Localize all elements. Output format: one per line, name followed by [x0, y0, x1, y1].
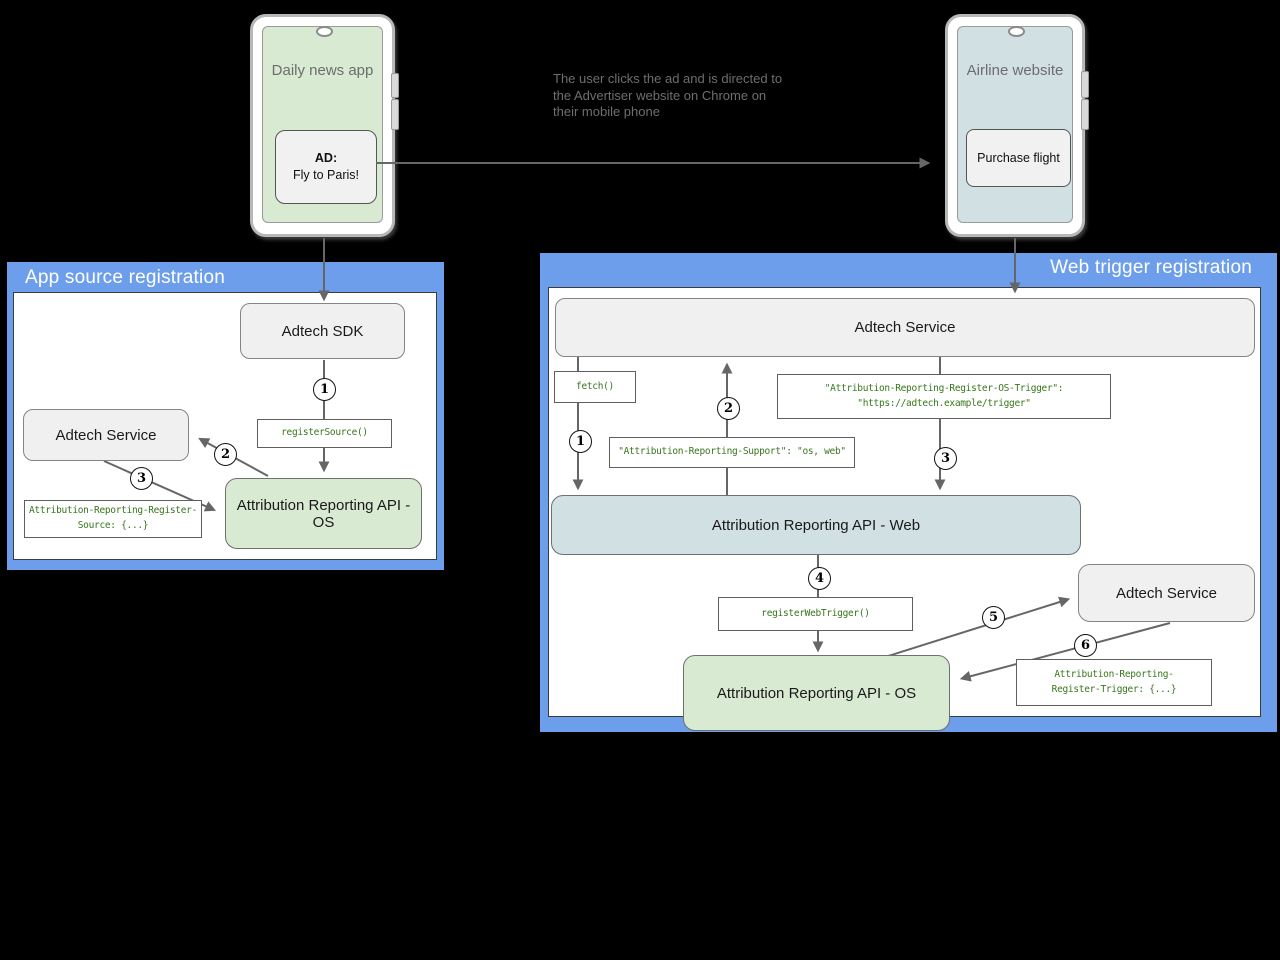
publisher-phone: Daily news app AD: Fly to Paris! — [250, 14, 399, 237]
ad-text: Fly to Paris! — [293, 168, 359, 182]
code-line: Register-Trigger: {...} — [1051, 683, 1177, 695]
annotation-line: The user clicks the ad and is directed t… — [553, 71, 783, 86]
support-header-box: "Attribution-Reporting-Support": "os, we… — [609, 437, 855, 468]
step-4-badge: 4 — [808, 567, 831, 590]
phone-camera-icon — [316, 26, 333, 37]
attribution-api-os-box-right: Attribution Reporting API - OS — [683, 655, 950, 731]
ad-heading: AD: — [314, 151, 338, 166]
fetch-call-box: fetch() — [554, 371, 636, 403]
annotation-line: the Advertiser website on Chrome on — [553, 87, 767, 103]
code-line: "https://adtech.example/trigger" — [857, 397, 1031, 409]
phone-volume-button — [391, 73, 399, 98]
purchase-flight-button[interactable]: Purchase flight — [966, 129, 1071, 187]
register-trigger-header-box: Attribution-Reporting- Register-Trigger:… — [1016, 659, 1212, 706]
step-3-badge: 3 — [130, 467, 153, 490]
phone-power-button — [391, 99, 399, 130]
arrow-service-to-os-right — [959, 622, 1171, 682]
ad-card[interactable]: AD: Fly to Paris! — [275, 130, 377, 204]
adtech-sdk-box: Adtech SDK — [240, 303, 405, 359]
phone-power-button — [1081, 99, 1089, 130]
attribution-api-web-box: Attribution Reporting API - Web — [551, 495, 1081, 555]
step-6-badge: 6 — [1074, 634, 1097, 657]
register-source-call-box: registerSource() — [257, 419, 392, 448]
adtech-service-box-top: Adtech Service — [555, 298, 1255, 357]
step-2-badge: 2 — [717, 397, 740, 420]
register-source-header-box: Attribution-Reporting-Register- Source: … — [24, 500, 202, 538]
advertiser-phone-screen — [957, 26, 1073, 223]
step-1-badge: 1 — [313, 378, 336, 401]
code-line: "Attribution-Reporting-Register-OS-Trigg… — [824, 382, 1064, 394]
step-1-badge: 1 — [569, 430, 592, 453]
code-line: Attribution-Reporting-Register- — [28, 505, 197, 517]
step-3-badge: 3 — [934, 447, 957, 470]
attribution-api-os-box-left: Attribution Reporting API - OS — [225, 478, 422, 549]
advertiser-site-title: Airline website — [966, 62, 1064, 79]
publisher-app-title: Daily news app — [271, 62, 374, 79]
phone-volume-button — [1081, 71, 1089, 98]
phone-camera-icon — [1008, 26, 1025, 37]
os-trigger-header-box: "Attribution-Reporting-Register-OS-Trigg… — [777, 374, 1111, 419]
purchase-flight-label: Purchase flight — [977, 150, 1060, 165]
step-5-badge: 5 — [982, 606, 1005, 629]
annotation-line: their mobile phone — [553, 104, 660, 119]
adtech-service-box-left: Adtech Service — [23, 409, 189, 461]
advertiser-phone: Airline website Purchase flight — [945, 14, 1089, 237]
step-2-badge: 2 — [214, 443, 237, 466]
code-line: Attribution-Reporting- — [1054, 668, 1174, 680]
arrow-os-to-service-right — [884, 596, 1071, 658]
user-click-annotation: The user clicks the ad and is directed t… — [553, 71, 782, 121]
code-line: Source: {...} — [77, 520, 149, 531]
adtech-service-box-right: Adtech Service — [1078, 564, 1255, 622]
register-web-trigger-call-box: registerWebTrigger() — [718, 597, 913, 631]
web-trigger-panel-title: Web trigger registration — [1050, 257, 1252, 278]
app-source-panel-title: App source registration — [25, 267, 225, 288]
